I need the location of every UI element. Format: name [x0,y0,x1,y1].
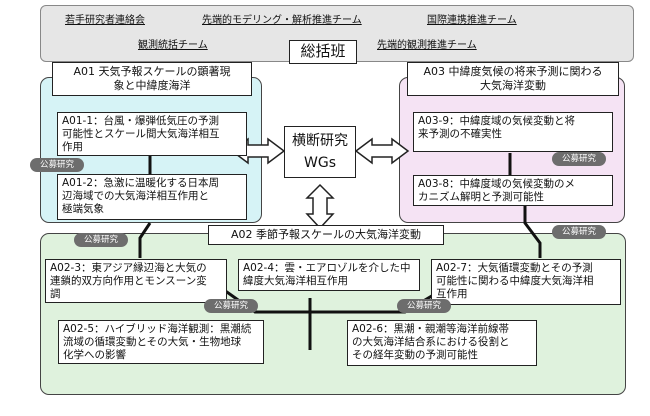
a02-4-box: A02-4：雲・エアロゾルを介した中 緯度大気海洋相互作用 [238,259,420,291]
connector-lines [138,153,542,350]
a02-7-box: A02-7：大気循環変動とその予測 可能性に関わる中緯度大気海洋相 互作用 [431,259,621,305]
public-research-badge: 公募研究 [552,225,606,239]
double-arrow-vertical-icon [305,183,335,230]
a01-title: A01 天気予報スケールの顕著現 象と中緯度海洋 [52,62,252,96]
a01-1-box: A01-1：台風・爆弾低気圧の予測 可能性とスケール間大気海洋相互 作用 [57,112,247,156]
public-research-badge: 公募研究 [204,299,258,313]
wgs-box: 横断研究 WGs [284,126,356,178]
team-international: 国際連携推進チーム [427,15,517,26]
a03-9-box: A03-9：中緯度域の気候変動と将 来予測の不確実性 [413,112,613,152]
team-modeling: 先端的モデリング・解析推進チーム [202,15,362,26]
a01-2-box: A01-2：急激に温暖化する日本周 辺海域での大気海洋相互作用と 極端気象 [57,174,247,220]
general-team-box: 総括班 [289,40,357,64]
public-research-badge: 公募研究 [552,152,606,166]
team-observation-promotion: 先端的観測推進チーム [377,40,477,51]
public-research-badge: 公募研究 [30,158,84,172]
team-young-researchers: 若手研究者連絡会 [65,15,145,26]
a02-title: A02 季節予報スケールの大気海洋変動 [208,225,444,245]
public-research-badge: 公募研究 [397,299,451,313]
a02-5-box: A02-5：ハイブリッド海洋観測：黒潮続 流域の循環変動とその大気・生物地球 化… [58,320,264,364]
a02-6-box: A02-6：黒潮・親潮等海洋前線帯 の大気海洋結合系における役割と その経年変動… [347,320,537,366]
a02-3-box: A02-3：東アジア縁辺海と大気の 連鎖的双方向作用とモンスーン変 調 [45,259,227,303]
team-observation-integration: 観測統括チーム [138,40,208,51]
a03-title: A03 中緯度気候の将来予測に関わる 大気海洋変動 [407,62,619,96]
public-research-badge: 公募研究 [74,233,128,247]
a03-8-box: A03-8：中緯度域の気候変動のメ カニズム解明と予測可能性 [413,175,613,206]
